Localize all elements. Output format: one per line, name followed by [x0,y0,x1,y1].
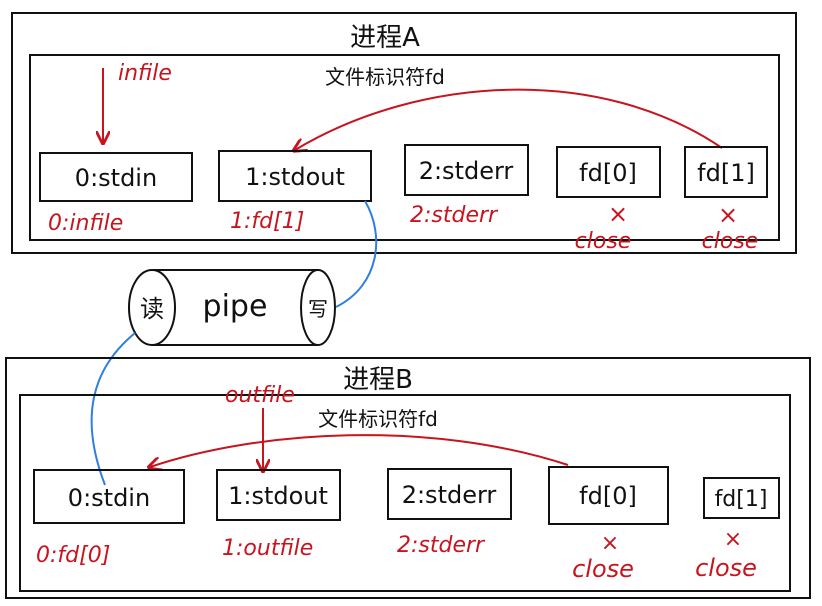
pipe-write-rim [317,269,336,346]
process-a-slot-fd1-mark: × [718,201,738,229]
process-a-title: 进程A [350,23,420,53]
process-a-slot-stdout-label: 1:stdout [245,163,345,191]
process-a-dup-arrow [295,88,723,150]
process-a-slot-stderr-label: 2:stderr [419,157,514,185]
process-b-frame [5,357,811,599]
process-b-slot-fd0-mark: × [601,531,619,556]
process-b-subtitle: 文件标识符fd [318,407,438,431]
process-b-slot-stdin-note: 0:fd[0] [36,543,110,568]
process-b-slot-stdout-note: 1:outfile [222,536,313,561]
process-a: 进程A 文件标识符fd infile 0:stdin 0:infile 1:st… [11,12,797,254]
process-b-slot-fd0-note: close [572,555,634,583]
process-b-slot-stdin [33,469,185,524]
process-b-slot-fd1-mark: × [724,527,742,552]
process-b-slot-fd1-label: fd[1] [715,487,768,512]
process-a-slot-stderr [404,144,529,196]
process-b-slot-stderr-label: 2:stderr [402,481,497,509]
process-a-infile-note: infile [118,61,172,86]
pipe: 读 写 pipe [90,200,378,486]
process-a-slot-fd1-label: fd[1] [697,159,755,187]
process-a-slot-stdout [218,150,372,202]
pipe-read-end [128,269,176,346]
process-a-slot-fd1 [684,146,768,198]
process-b-slot-fd0 [548,466,669,525]
process-a-slot-stderr-note: 2:stderr [410,203,499,228]
process-a-fd-table [29,54,780,241]
process-b-dup-arrow [150,434,569,467]
process-a-slot-stdin [39,152,193,202]
pipe-write-label: 写 [308,297,328,321]
process-b-slot-stderr [387,468,512,520]
process-b-fd-table [19,394,791,592]
process-a-slot-stdin-note: 0:infile [48,211,123,236]
process-b-slot-stdin-label: 0:stdin [68,484,150,512]
process-a-slot-stdin-label: 0:stdin [75,164,157,192]
process-b-title: 进程B [343,365,413,395]
process-b-slot-fd0-label: fd[0] [579,482,637,510]
process-b-slot-stdout [216,469,341,521]
pipe-write-rim-back [300,269,319,346]
process-b-slot-fd1 [703,477,780,519]
process-a-frame [11,12,797,254]
process-a-slot-fd0-note: close [575,229,632,254]
process-b-slot-fd1-note: close [695,554,757,582]
process-a-slot-fd0-label: fd[0] [579,159,637,187]
process-a-slot-stdout-note: 1:fd[1] [230,209,304,234]
process-a-slot-fd1-note: close [702,229,759,254]
pipe-read-to-stdin-line [90,332,136,486]
process-b-outfile-note: outfile [225,383,295,408]
pipe-label: pipe [203,289,268,324]
process-a-subtitle: 文件标识符fd [325,65,445,89]
process-b-slot-stdout-label: 1:stdout [228,482,328,510]
process-a-slot-fd0 [556,146,661,198]
process-a-slot-fd0-mark: × [608,200,628,228]
stdout-to-pipe-write-line [335,200,378,308]
pipe-read-label: 读 [140,295,164,323]
process-b: 进程B 文件标识符fd outfile 0:stdin 0:fd[0] 1:st… [5,357,811,599]
process-b-slot-stderr-note: 2:stderr [397,533,486,558]
